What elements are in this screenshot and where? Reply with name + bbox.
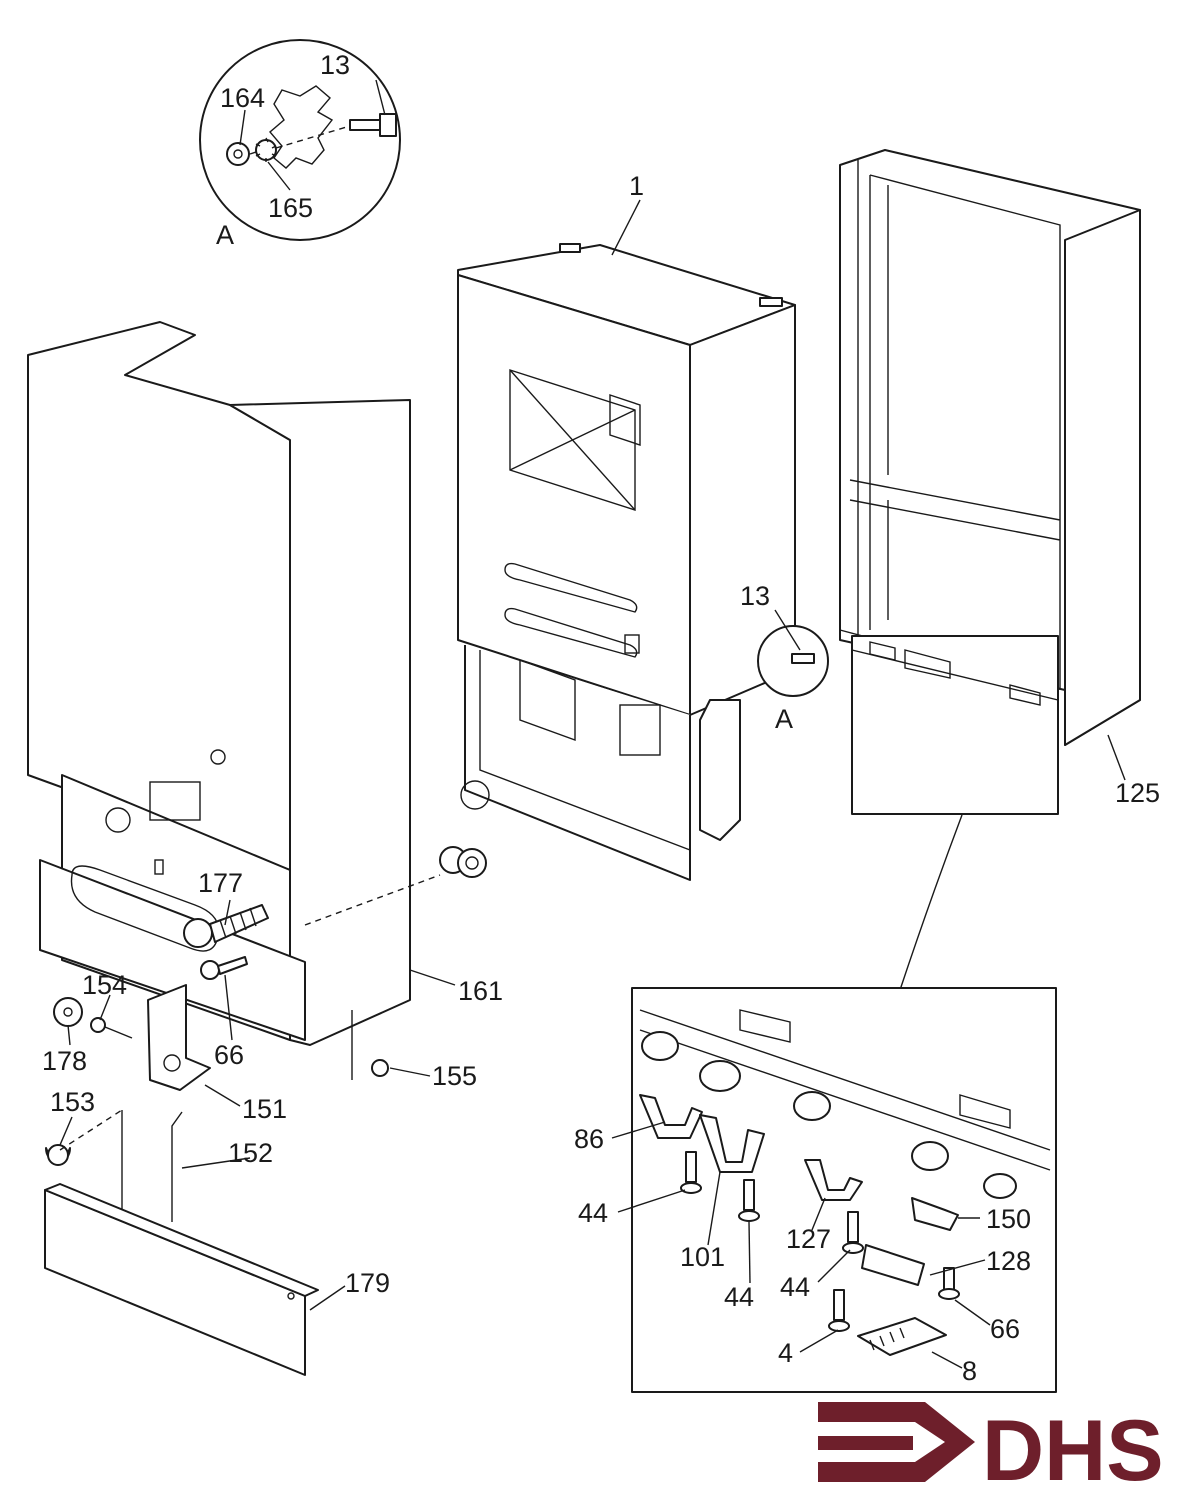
dhs-logo-arrow-icon bbox=[818, 1402, 975, 1482]
wall-frame-125 bbox=[839, 149, 1141, 746]
grommet bbox=[439, 846, 487, 878]
label-127: 127 bbox=[786, 1224, 831, 1254]
label-164: 164 bbox=[220, 83, 265, 113]
label-13-body: 13 bbox=[740, 581, 770, 611]
dhs-logo: DHS bbox=[818, 1402, 1164, 1499]
label-13-detail: 13 bbox=[320, 50, 350, 80]
screw-13-shape bbox=[349, 119, 383, 131]
spring-knob-177 bbox=[183, 904, 269, 948]
logo-text: DHS bbox=[982, 1403, 1164, 1499]
washer-165-shape bbox=[255, 139, 277, 161]
label-154: 154 bbox=[82, 970, 127, 1000]
label-44-b: 44 bbox=[724, 1282, 754, 1312]
label-44-c: 44 bbox=[780, 1272, 810, 1302]
label-detail-a-mid: A bbox=[775, 704, 793, 734]
detail-a-inset bbox=[199, 39, 401, 241]
label-165: 165 bbox=[268, 193, 313, 223]
leader-lines bbox=[59, 79, 1126, 1369]
zoom-window-frame bbox=[851, 635, 1059, 991]
label-155: 155 bbox=[432, 1061, 477, 1091]
part-labels: 164 13 165 A 1 13 A 125 177 161 154 178 … bbox=[42, 50, 1160, 1386]
detail-a-marker bbox=[757, 625, 829, 697]
label-125: 125 bbox=[1115, 778, 1160, 808]
bottom-cover-179 bbox=[44, 1183, 319, 1376]
label-1: 1 bbox=[629, 171, 644, 201]
label-178: 178 bbox=[42, 1046, 87, 1076]
label-177: 177 bbox=[198, 868, 243, 898]
label-152: 152 bbox=[228, 1138, 273, 1168]
label-128: 128 bbox=[986, 1246, 1031, 1276]
boiler-body-1 bbox=[457, 243, 796, 881]
label-151: 151 bbox=[242, 1094, 287, 1124]
label-150: 150 bbox=[986, 1204, 1031, 1234]
nut-164-shape bbox=[226, 142, 250, 166]
label-153: 153 bbox=[50, 1087, 95, 1117]
label-4: 4 bbox=[778, 1338, 793, 1368]
label-101: 101 bbox=[680, 1242, 725, 1272]
label-66-right: 66 bbox=[990, 1314, 1020, 1344]
label-86: 86 bbox=[574, 1124, 604, 1154]
label-179: 179 bbox=[345, 1268, 390, 1298]
lower-left-hardware bbox=[45, 984, 389, 1222]
pipe-fitting-inset bbox=[631, 987, 1057, 1393]
outer-case-161 bbox=[27, 321, 441, 1046]
label-8: 8 bbox=[962, 1356, 977, 1386]
label-161: 161 bbox=[458, 976, 503, 1006]
screw-66-left bbox=[200, 956, 248, 980]
label-44-a: 44 bbox=[578, 1198, 608, 1228]
label-66-left: 66 bbox=[214, 1040, 244, 1070]
label-detail-a-top: A bbox=[216, 220, 234, 250]
